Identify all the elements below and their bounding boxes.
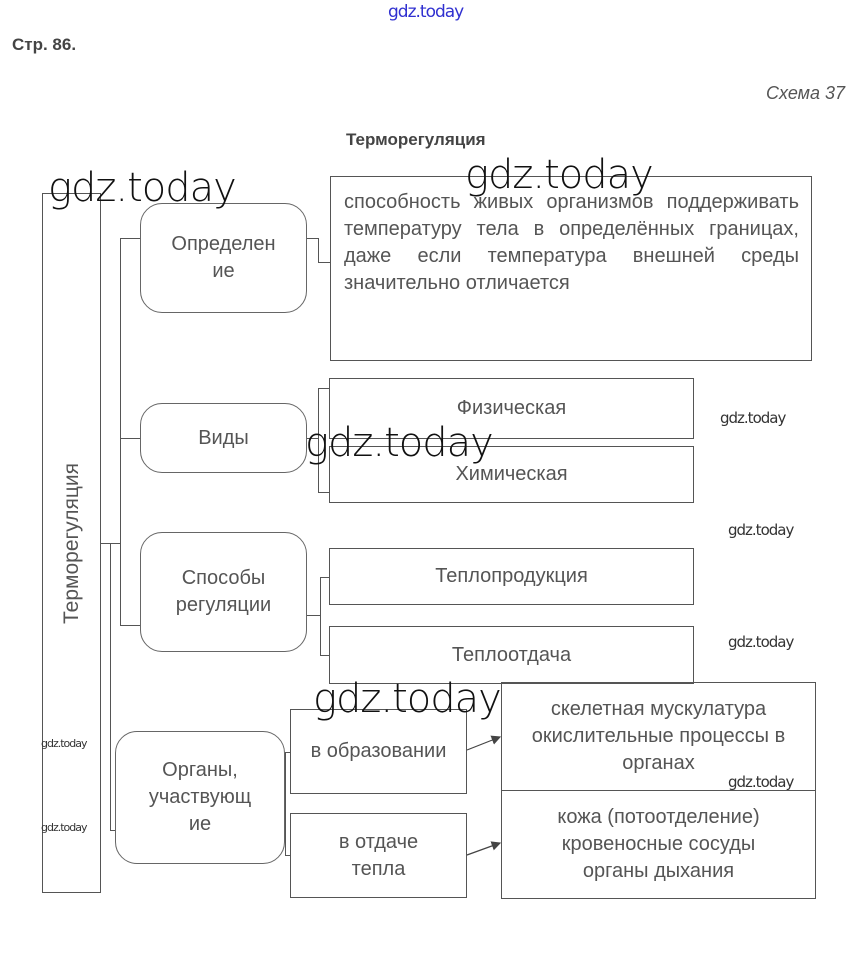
- methods-category: Способы регуляции: [140, 532, 307, 652]
- organ-group-label: в образовании: [310, 740, 447, 762]
- definition-box: способность живых организмов поддерживат…: [330, 176, 812, 361]
- type-item: Химическая: [329, 446, 694, 503]
- diagram-title: Терморегуляция: [346, 130, 486, 149]
- organs-category: Органы, участвующ ие: [115, 731, 285, 864]
- watermark: gdz.today: [728, 633, 794, 651]
- method-item: Теплопродукция: [329, 548, 694, 605]
- connector: [120, 625, 140, 626]
- arrow-icon: [466, 735, 502, 751]
- scheme-label: Схема 37: [766, 83, 845, 103]
- connector: [320, 577, 321, 655]
- connector: [320, 655, 329, 656]
- definition-label: Определен ие: [171, 233, 276, 282]
- arrow-icon: [466, 841, 502, 856]
- connector: [307, 438, 319, 439]
- organ-result-text: кожа (потоотделение) кровеносные сосуды …: [557, 806, 760, 882]
- types-category: Виды: [140, 403, 307, 473]
- connector: [110, 543, 111, 830]
- method-item-label: Теплоотдача: [451, 643, 572, 666]
- watermark: gdz.today: [48, 165, 237, 211]
- method-item: Теплоотдача: [329, 626, 694, 684]
- connector: [318, 388, 319, 493]
- type-item-label: Физическая: [456, 397, 567, 419]
- watermark: gdz.today: [728, 773, 794, 791]
- connector: [318, 238, 319, 262]
- watermark: gdz.today: [465, 152, 654, 198]
- types-label: Виды: [198, 426, 249, 449]
- connector: [120, 238, 121, 626]
- connector: [120, 238, 140, 239]
- organs-label: Органы, участвующ ие: [148, 759, 252, 835]
- page-reference: Стр. 86.: [12, 35, 77, 54]
- type-item: Физическая: [329, 378, 694, 439]
- watermark: gdz.today: [305, 420, 494, 466]
- connector: [120, 438, 140, 439]
- connector: [307, 238, 319, 239]
- organ-result: скелетная мускулатура окислительные проц…: [501, 682, 816, 791]
- connector: [318, 388, 329, 389]
- organ-group-label: в отдаче тепла: [338, 830, 419, 880]
- watermark: gdz.today: [41, 737, 88, 750]
- method-item-label: Теплопродукция: [435, 565, 588, 587]
- definition-category: Определен ие: [140, 203, 307, 313]
- connector: [285, 855, 290, 856]
- connector: [307, 615, 320, 616]
- connector: [101, 543, 121, 544]
- connector: [318, 262, 330, 263]
- root-box: Терморегуляция: [42, 193, 101, 893]
- watermark: gdz.today: [728, 521, 794, 539]
- watermark: gdz.today: [313, 676, 502, 722]
- connector: [285, 752, 290, 753]
- connector: [318, 492, 329, 493]
- organ-group: в отдаче тепла: [290, 813, 467, 898]
- connector: [320, 577, 329, 578]
- organ-group: в образовании: [290, 709, 467, 794]
- methods-label: Способы регуляции: [175, 567, 272, 616]
- organ-result-text: скелетная мускулатура окислительные проц…: [531, 698, 786, 774]
- organ-result: кожа (потоотделение) кровеносные сосуды …: [501, 790, 816, 899]
- watermark: gdz.today: [41, 821, 88, 834]
- top-watermark: gdz.today: [388, 2, 464, 22]
- definition-text: способность живых организмов поддерживат…: [344, 191, 799, 294]
- connector: [110, 830, 116, 831]
- connector: [285, 752, 286, 856]
- type-item-label: Химическая: [455, 463, 568, 485]
- watermark: gdz.today: [720, 409, 786, 427]
